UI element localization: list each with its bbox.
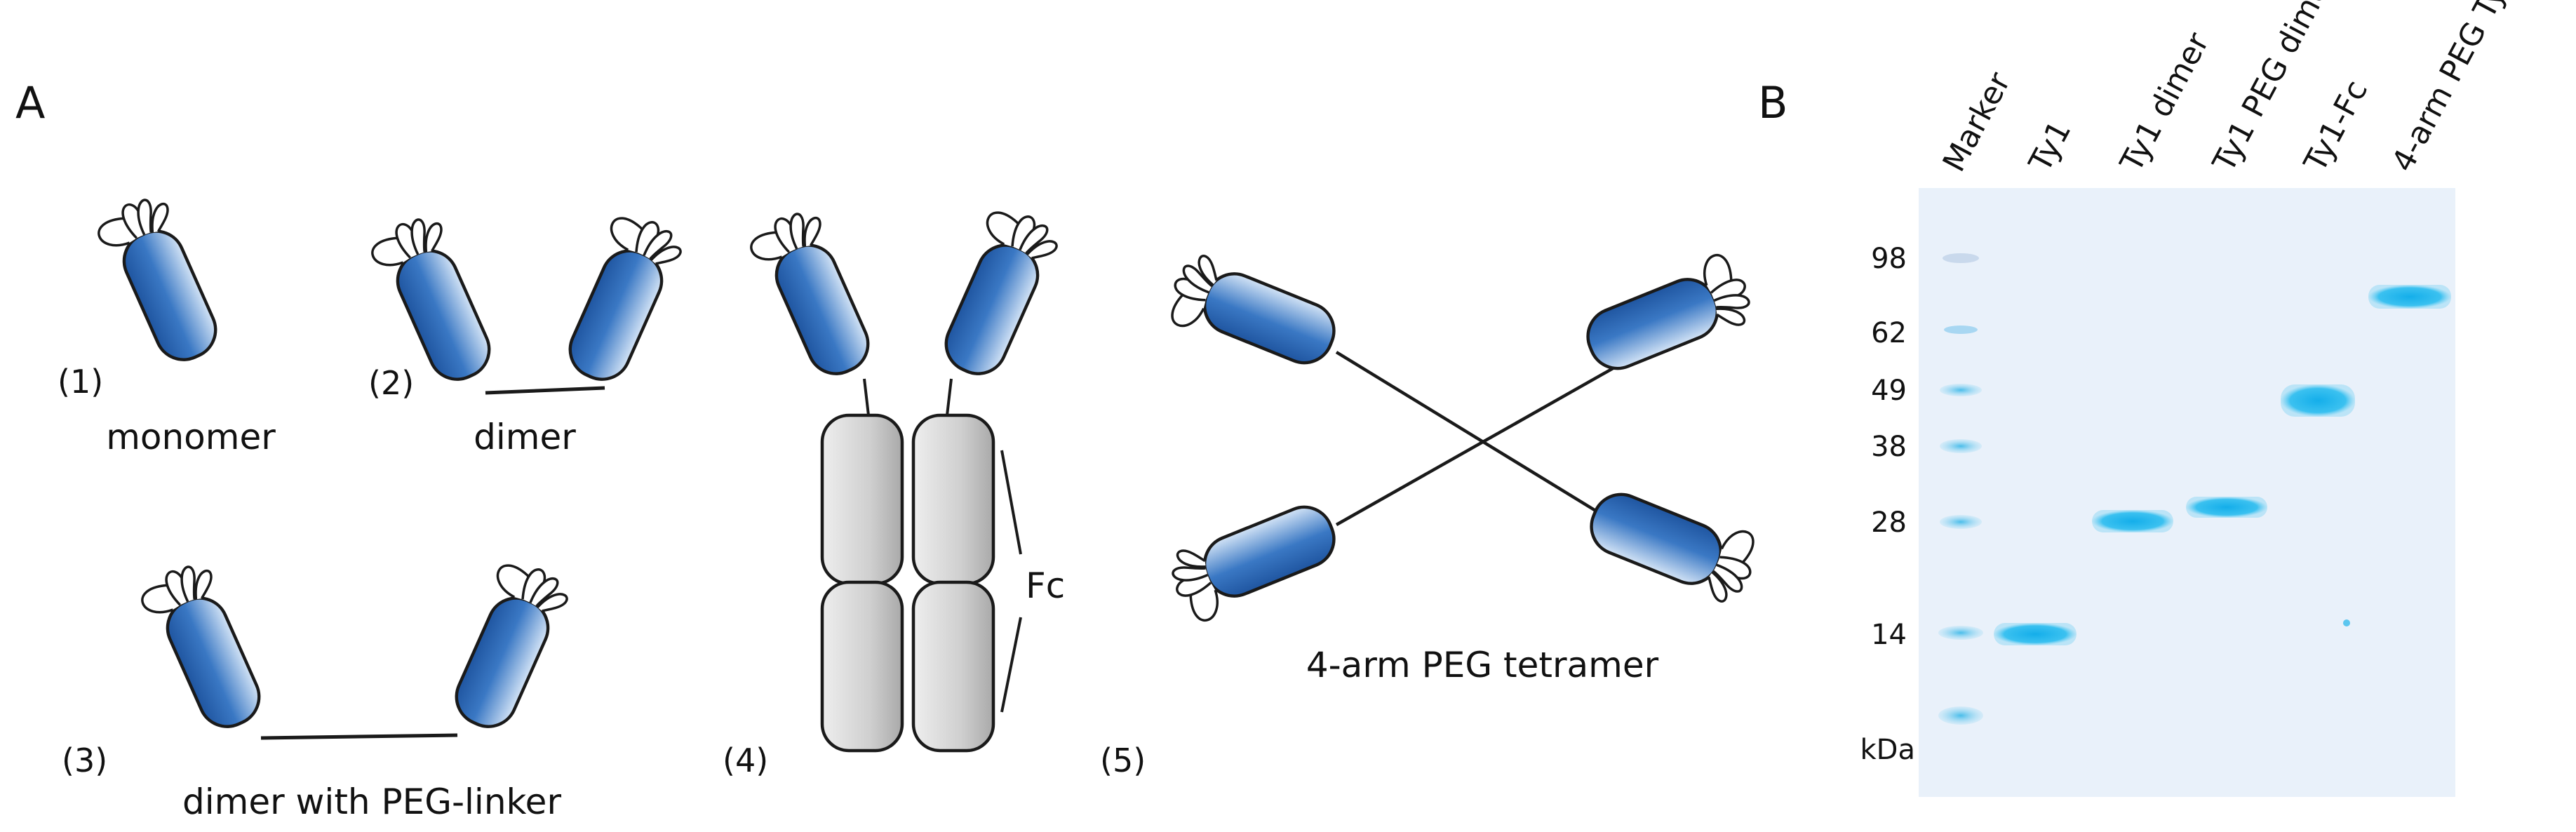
nanobody-shape-icon [928, 202, 1064, 384]
gel-speck [2343, 619, 2350, 626]
fc-label: Fc [1026, 565, 1065, 606]
construct-2-number: (2) [368, 364, 414, 402]
gel-background [1919, 188, 2455, 797]
construct-tetramer: 4-arm PEG tetramer (5) [1100, 249, 1764, 779]
construct-2-label: dimer [474, 417, 576, 457]
marker-band [1940, 515, 1982, 529]
lane-label-4arm-peg-ty1: 4-arm PEG Ty1 [2385, 0, 2523, 177]
construct-1-label: monomer [106, 417, 276, 457]
fc-domain-shape-icon [820, 580, 904, 753]
peg-arm [1335, 351, 1643, 526]
construct-3-label: dimer with PEG-linker [182, 781, 561, 822]
mw-label-38: 38 [1871, 431, 1907, 463]
band-4arm-peg-ty1 [2368, 285, 2451, 309]
band-ty1-dimer [2092, 510, 2173, 532]
fc-domain-shape-icon [911, 580, 995, 753]
construct-5-number: (5) [1100, 742, 1146, 779]
construct-3-number: (3) [62, 742, 107, 779]
mw-label-28: 28 [1871, 506, 1907, 539]
peg-linker [260, 733, 458, 740]
peg-arm [1335, 351, 1643, 540]
marker-band [1940, 439, 1982, 453]
linker [485, 386, 605, 395]
nanobody-shape-icon [552, 208, 687, 390]
marker-band [1943, 253, 1979, 263]
construct-monomer: (1) monomer [58, 190, 276, 457]
nanobody-shape-icon [745, 204, 880, 387]
marker-band [1944, 326, 1978, 334]
nanobody-shape-icon [1164, 495, 1346, 626]
band-ty1-peg-dimer [2186, 497, 2267, 518]
band-ty1 [1994, 623, 2077, 645]
band-ty1-fc [2281, 384, 2355, 417]
panel-b-label: B [1758, 77, 1788, 128]
lane-label-ty1: Ty1 [2022, 115, 2078, 178]
nanobody-shape-icon [1162, 250, 1344, 381]
construct-5-label: 4-arm PEG tetramer [1306, 645, 1659, 685]
nanobody-shape-icon [136, 557, 271, 739]
nanobody-shape-icon [1582, 476, 1764, 608]
construct-4-number: (4) [723, 742, 768, 779]
fc-bracket [1000, 450, 1022, 555]
construct-fc: Fc (4) [723, 202, 1065, 779]
gel [1919, 188, 2455, 797]
mw-label-49: 49 [1871, 375, 1907, 407]
mw-label-62: 62 [1871, 317, 1907, 349]
lane-label-ty1-dimer: Ty1 dimer [2113, 27, 2216, 179]
marker-band [1938, 706, 1983, 725]
mw-label-98: 98 [1871, 243, 1907, 275]
construct-dimer: (2) dimer [366, 208, 687, 457]
construct-dimer-peg: (3) dimer with PEG-linker [62, 555, 574, 822]
lane-label-ty1-fc: Ty1-Fc [2297, 74, 2375, 178]
fc-domain-shape-icon [820, 413, 904, 586]
nanobody-shape-icon [93, 190, 228, 373]
mw-unit-label: kDa [1860, 734, 1915, 766]
fc-domain-shape-icon [911, 413, 995, 586]
nanobody-shape-icon [438, 555, 574, 737]
construct-1-number: (1) [58, 363, 103, 401]
lane-label-marker: Marker [1936, 66, 2018, 177]
mw-label-14: 14 [1871, 619, 1907, 651]
panel-a-label: A [15, 77, 45, 128]
marker-band [1940, 384, 1982, 396]
fc-bracket [1000, 617, 1022, 713]
nanobody-shape-icon [1576, 249, 1758, 380]
marker-band [1938, 626, 1983, 640]
